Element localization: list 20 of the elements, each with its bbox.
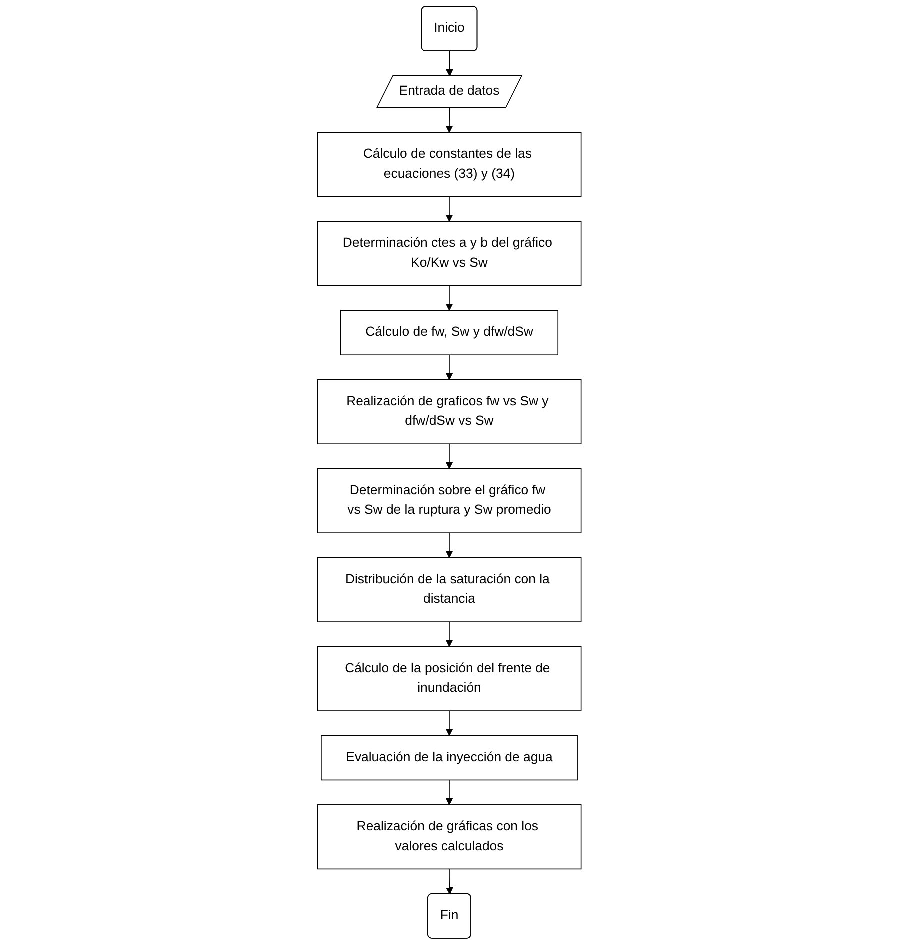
- node-box: Determinación sobre el gráfico fw vs Sw de la ruptura y Sw promedio: [317, 468, 582, 534]
- arrow: [446, 622, 454, 648]
- node-box: Determinación ctes a y b del gráfico Ko/Kw vs Sw: [317, 221, 582, 286]
- arrow: [446, 51, 454, 77]
- node-box: Realización de graficos fw vs Sw y dfw/dSw vs Sw: [317, 379, 582, 444]
- arrow: [446, 710, 454, 736]
- node-box: Cálculo de fw, Sw y dfw/dSw: [340, 310, 559, 356]
- node-box: Realización de gráficas con los valores calculados: [317, 804, 582, 870]
- arrow: [446, 354, 454, 380]
- arrow: [446, 108, 454, 133]
- arrow: [446, 285, 454, 311]
- node-box: Cálculo de la posición del frente de inundación: [317, 646, 582, 712]
- node-box: Evaluación de la inyección de agua: [321, 735, 578, 781]
- node-box: Cálculo de constantes de las ecuaciones (33) y (34): [317, 132, 582, 198]
- arrow: [446, 868, 454, 895]
- arrow: [446, 444, 454, 470]
- arrow: [446, 780, 454, 806]
- arrow: [446, 196, 454, 222]
- node-box: Distribución de la saturación con la distancia: [317, 557, 582, 622]
- arrow: [446, 532, 454, 558]
